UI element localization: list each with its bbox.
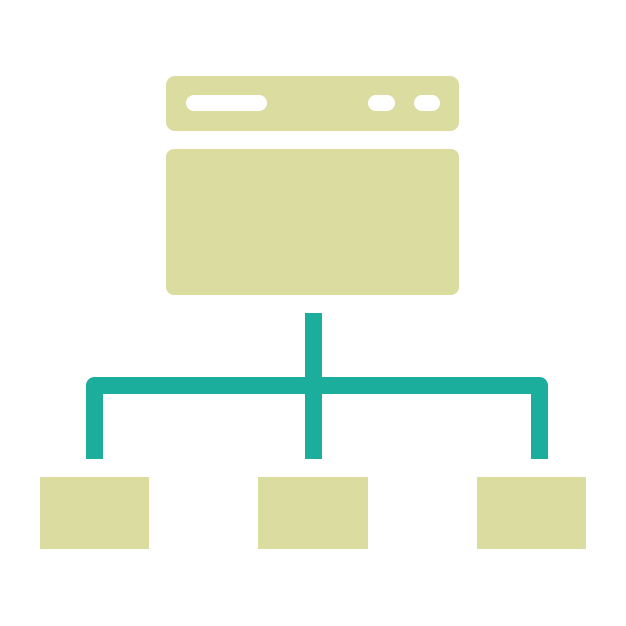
- browser-control-dot-1: [368, 95, 395, 111]
- child-node-left: [40, 477, 149, 549]
- child-node-center: [258, 477, 368, 549]
- browser-address-bar-shape: [186, 95, 267, 111]
- browser-control-dot-2: [414, 95, 440, 111]
- browser-window-titlebar: [166, 76, 459, 131]
- child-node-right: [477, 477, 586, 549]
- hierarchy-connector: [86, 313, 548, 459]
- connector-branch: [86, 377, 548, 459]
- child-nodes: [40, 477, 586, 549]
- browser-window-icon: [166, 76, 459, 295]
- browser-window-body: [166, 149, 459, 295]
